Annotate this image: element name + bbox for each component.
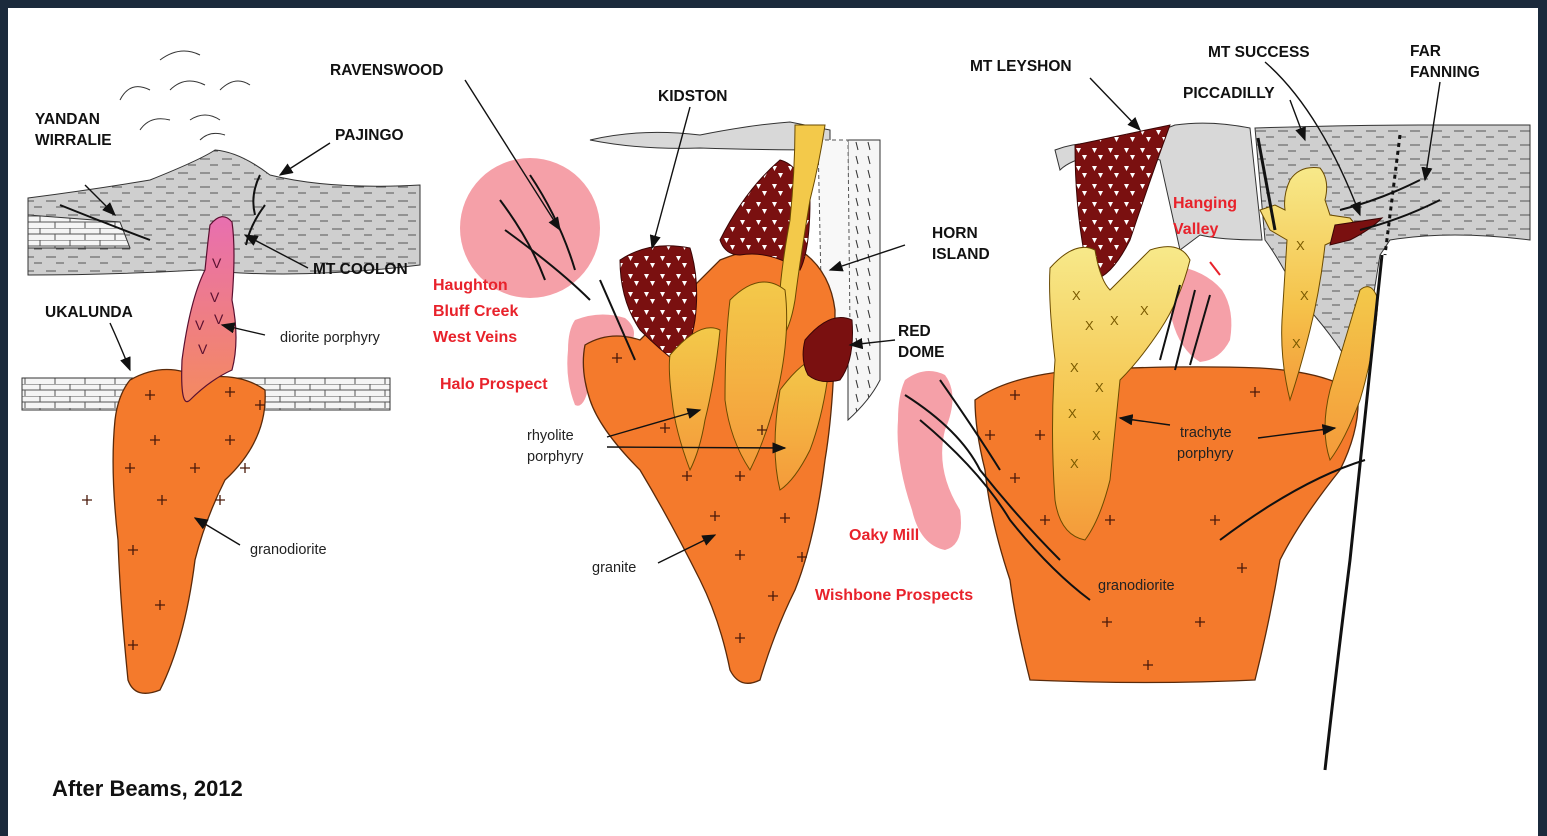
- label-kidston: KIDSTON: [658, 88, 727, 105]
- svg-text:X: X: [1300, 288, 1309, 303]
- eruption-cloud: [120, 51, 250, 140]
- hanging-valley-pointer: [1210, 262, 1220, 275]
- label-oaky-mill: Oaky Mill: [849, 527, 919, 544]
- label-mt-success: MT SUCCESS: [1208, 44, 1310, 61]
- svg-text:V: V: [210, 289, 220, 305]
- label-fanning: FANNING: [1410, 64, 1480, 81]
- label-rhyolite: rhyolite: [527, 428, 574, 444]
- label-horn: HORN: [932, 225, 978, 242]
- granodiorite-right: [975, 367, 1358, 683]
- label-granodiorite-left: granodiorite: [250, 542, 327, 558]
- svg-text:V: V: [198, 341, 208, 357]
- label-diorite-porphyry: diorite porphyry: [280, 330, 381, 346]
- label-bluff-creek: Bluff Creek: [433, 303, 518, 320]
- svg-text:X: X: [1072, 288, 1081, 303]
- label-granodiorite-right: granodiorite: [1098, 578, 1175, 594]
- horn-island-dyke: [848, 140, 880, 420]
- label-halo-prospect: Halo Prospect: [440, 376, 548, 393]
- svg-text:X: X: [1085, 318, 1094, 333]
- label-far: FAR: [1410, 43, 1441, 60]
- svg-text:X: X: [1070, 360, 1079, 375]
- label-hanging: Hanging: [1173, 195, 1237, 212]
- label-piccadilly: PICCADILLY: [1183, 85, 1275, 102]
- svg-text:V: V: [212, 255, 222, 271]
- label-yandan: YANDAN: [35, 111, 100, 128]
- label-trachyte: trachyte: [1180, 425, 1232, 441]
- label-west-veins: West Veins: [433, 329, 517, 346]
- label-mt-coolon: MT COOLON: [313, 261, 408, 278]
- label-valley: Valley: [1173, 221, 1218, 238]
- svg-text:X: X: [1292, 336, 1301, 351]
- label-rhyolite-porphyry: porphyry: [527, 449, 584, 465]
- label-haughton: Haughton: [433, 277, 508, 294]
- svg-text:X: X: [1110, 313, 1119, 328]
- svg-text:V: V: [195, 317, 205, 333]
- svg-text:X: X: [1296, 238, 1305, 253]
- label-mt-leyshon: MT LEYSHON: [970, 58, 1072, 75]
- label-wirralie: WIRRALIE: [35, 132, 112, 149]
- svg-text:X: X: [1068, 406, 1077, 421]
- label-island: ISLAND: [932, 246, 990, 263]
- label-ravenswood: RAVENSWOOD: [330, 62, 443, 79]
- surface-cover: [590, 122, 830, 150]
- svg-text:X: X: [1095, 380, 1104, 395]
- svg-text:X: X: [1140, 303, 1149, 318]
- label-trachyte-porphyry: porphyry: [1177, 446, 1234, 462]
- caption: After Beams, 2012: [52, 776, 243, 801]
- label-dome: DOME: [898, 344, 945, 361]
- label-ukalunda: UKALUNDA: [45, 304, 133, 321]
- label-wishbone: Wishbone Prospects: [815, 587, 973, 604]
- label-red: RED: [898, 323, 931, 340]
- label-pajingo: PAJINGO: [335, 127, 404, 144]
- svg-text:X: X: [1092, 428, 1101, 443]
- svg-text:X: X: [1070, 456, 1079, 471]
- label-granite: granite: [592, 560, 636, 576]
